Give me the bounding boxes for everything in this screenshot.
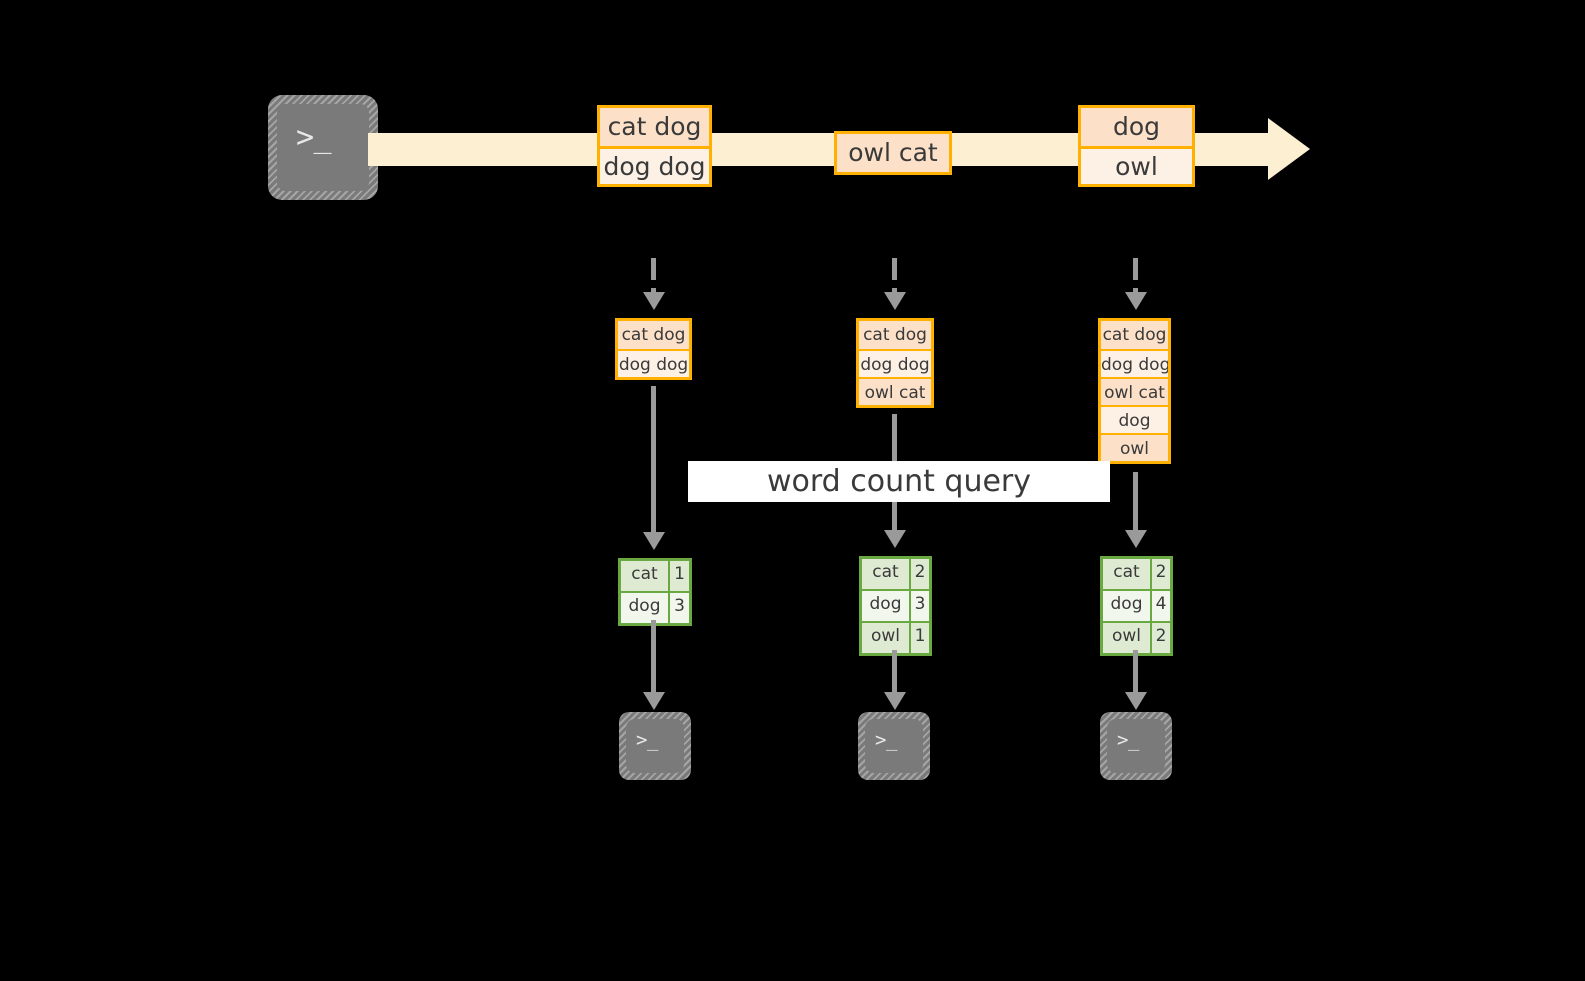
accumulated-row: dog — [1101, 405, 1168, 433]
sink-terminal-icon-1: >_ — [619, 712, 691, 780]
terminal-body — [1107, 719, 1165, 773]
sink-arrow-head-1-icon — [643, 692, 665, 710]
result-table-2: cat 2 dog 3 owl 1 — [859, 556, 932, 656]
result-count: 2 — [1150, 559, 1170, 589]
source-terminal-icon: >_ — [268, 95, 378, 200]
stream-record: owl cat — [837, 134, 949, 172]
result-count: 3 — [668, 593, 689, 623]
trigger-arrow-line-2 — [892, 258, 897, 292]
query-arrow-head-2-icon — [884, 530, 906, 548]
stream-record: dog dog — [600, 146, 709, 184]
result-count: 2 — [1150, 623, 1170, 653]
sink-arrow-line-3 — [1133, 650, 1138, 692]
trigger-arrow-head-1-icon — [643, 292, 665, 310]
terminal-body — [865, 719, 923, 773]
sink-arrow-head-3-icon — [1125, 692, 1147, 710]
accumulated-row: cat dog — [618, 321, 689, 349]
accumulated-table-2: cat dog dog dog owl cat — [856, 318, 934, 408]
accumulated-row: owl cat — [1101, 377, 1168, 405]
result-word: cat — [862, 559, 909, 589]
query-label: word count query — [766, 464, 1032, 499]
terminal-body — [277, 104, 369, 191]
stream-record: dog — [1081, 108, 1192, 146]
accumulated-row: dog dog — [1101, 349, 1168, 377]
terminal-prompt-glyph: >_ — [636, 729, 659, 751]
sink-terminal-icon-3: >_ — [1100, 712, 1172, 780]
sink-arrow-line-2 — [892, 650, 897, 692]
accumulated-row: dog dog — [618, 349, 689, 377]
trigger-arrow-line-3 — [1133, 258, 1138, 292]
accumulated-row: cat dog — [1101, 321, 1168, 349]
stream-record: owl — [1081, 146, 1192, 184]
query-arrow-line-3 — [1133, 472, 1138, 532]
result-table-3: cat 2 dog 4 owl 2 — [1100, 556, 1173, 656]
result-word: dog — [1103, 591, 1150, 621]
accumulated-table-1: cat dog dog dog — [615, 318, 692, 380]
result-count: 3 — [909, 591, 929, 621]
result-count: 1 — [909, 623, 929, 653]
trigger-arrow-line-1 — [651, 258, 656, 292]
query-label-band — [688, 461, 1110, 502]
result-word: cat — [621, 561, 668, 591]
stream-batch-2: owl cat — [834, 131, 952, 175]
trigger-arrow-head-2-icon — [884, 292, 906, 310]
result-row: cat 1 — [621, 561, 689, 591]
result-row: dog 3 — [862, 589, 929, 621]
accumulated-row: dog dog — [859, 349, 931, 377]
accumulated-row: owl — [1101, 433, 1168, 461]
result-row: cat 2 — [1103, 559, 1170, 589]
query-arrow-head-3-icon — [1125, 530, 1147, 548]
sink-arrow-line-1 — [651, 620, 656, 692]
result-table-1: cat 1 dog 3 — [618, 558, 692, 626]
sink-terminal-icon-2: >_ — [858, 712, 930, 780]
result-count: 4 — [1150, 591, 1170, 621]
query-arrow-line-1 — [651, 386, 656, 532]
result-row: owl 2 — [1103, 621, 1170, 653]
result-row: dog 4 — [1103, 589, 1170, 621]
stream-record: cat dog — [600, 108, 709, 146]
terminal-prompt-glyph: >_ — [1117, 729, 1140, 751]
trigger-arrow-head-3-icon — [1125, 292, 1147, 310]
query-arrow-head-1-icon — [643, 532, 665, 550]
accumulated-row: cat dog — [859, 321, 931, 349]
result-word: owl — [1103, 623, 1150, 653]
terminal-prompt-glyph: >_ — [875, 729, 898, 751]
stream-arrow-head-icon — [1268, 118, 1310, 180]
result-word: cat — [1103, 559, 1150, 589]
result-word: owl — [862, 623, 909, 653]
result-count: 1 — [668, 561, 689, 591]
accumulated-row: owl cat — [859, 377, 931, 405]
result-row: cat 2 — [862, 559, 929, 589]
result-row: owl 1 — [862, 621, 929, 653]
accumulated-table-3: cat dog dog dog owl cat dog owl — [1098, 318, 1171, 464]
result-word: dog — [862, 591, 909, 621]
result-count: 2 — [909, 559, 929, 589]
terminal-prompt-glyph: >_ — [296, 120, 332, 155]
result-word: dog — [621, 593, 668, 623]
result-row: dog 3 — [621, 591, 689, 623]
stream-batch-1: cat dog dog dog — [597, 105, 712, 187]
sink-arrow-head-2-icon — [884, 692, 906, 710]
terminal-body — [626, 719, 684, 773]
stream-batch-3: dog owl — [1078, 105, 1195, 187]
